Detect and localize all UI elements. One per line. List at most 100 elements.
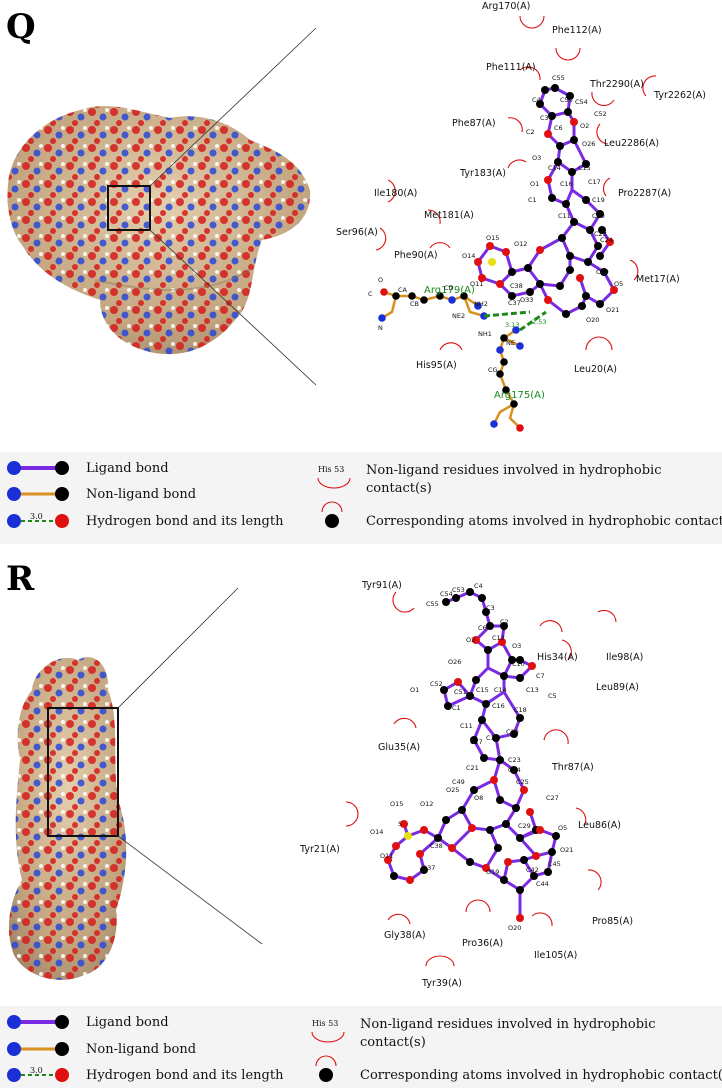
atom-label: C54 — [575, 98, 588, 106]
residue-label: Phe111(A) — [486, 62, 536, 73]
atom-label: O5 — [614, 280, 623, 288]
atom-label: C23 — [508, 756, 521, 764]
hbond-length: 2.53 — [532, 318, 546, 326]
panel-letter-q: Q — [6, 7, 36, 47]
residue-label: Arg170(A) — [482, 1, 530, 12]
ligand-atoms-q — [474, 84, 618, 318]
zoom-line-top-q — [149, 27, 317, 187]
panel-letter-r: R — [6, 559, 35, 599]
atom-label: C6 — [478, 624, 487, 632]
atom-label: O8 — [474, 794, 483, 802]
atom-label: C55 — [552, 74, 565, 82]
atom-label: C3 — [540, 114, 549, 122]
hbond-residue-label: Arg179(A) — [424, 285, 475, 296]
atom-label: C4 — [532, 96, 541, 104]
hbond-length: 3.13 — [505, 321, 519, 329]
residue-label: Tyr91(A) — [361, 580, 402, 591]
residue-label: Thr87(A) — [551, 762, 594, 773]
atom-label: C54 — [440, 590, 453, 598]
atom-label: C20 — [592, 212, 605, 220]
atom-label: C2 — [500, 618, 509, 626]
atom-label: O26 — [448, 658, 461, 666]
atom-label: O33 — [520, 296, 533, 304]
atom-label: C29 — [518, 822, 531, 830]
atom-label: C49 — [452, 778, 465, 786]
atom-label: C37 — [508, 299, 521, 307]
protein-surface-r — [8, 587, 263, 980]
atom-label: C3 — [486, 604, 495, 612]
atom-label: O26 — [582, 140, 595, 148]
residue-label: Tyr21(A) — [299, 844, 340, 855]
atom-label: O37 — [422, 864, 435, 872]
atom-label: C14 — [548, 164, 561, 172]
legend-hbond-example: 3.0 — [30, 512, 43, 521]
atom-label: CD — [444, 284, 454, 292]
atom-labels-r: C54 C53 C4 C55 C3 C2 C6 O2 C12 O3 O26 C1… — [370, 582, 573, 932]
zoom-line-top-r — [117, 587, 239, 709]
residue-label: Gly38(A) — [384, 930, 426, 941]
atom-label: C24 — [600, 236, 613, 244]
legend-non-ligand-bond: Non-ligand bond — [86, 487, 196, 502]
zoom-box-r — [47, 707, 119, 837]
residue-label: Tyr39(A) — [421, 978, 462, 989]
atom-label: C38 — [510, 282, 523, 290]
arg-side-chains-q — [378, 288, 547, 432]
atom-label: O3 — [532, 154, 541, 162]
atom-label: O11 — [470, 280, 483, 288]
atom-label: N — [378, 324, 383, 332]
zoom-line-bottom-q — [149, 229, 317, 386]
residue-arcs-r — [345, 591, 617, 967]
atom-label: C15 — [578, 164, 591, 172]
atom-label: CG — [488, 366, 498, 374]
atom-label: C42 — [526, 866, 539, 874]
atom-label: C1 — [528, 196, 537, 204]
atom-label: C17 — [588, 178, 601, 186]
atom-label: O5 — [558, 824, 567, 832]
legend-contacts: contact(s) — [360, 1035, 426, 1050]
atom-label: C12 — [492, 634, 505, 642]
residue-label: Met181(A) — [424, 210, 474, 221]
residue-label: Thr2290(A) — [589, 79, 644, 90]
atom-label: C18 — [514, 706, 527, 714]
residue-label: Ile180(A) — [374, 188, 417, 199]
legend-q: Ligand bond Non-ligand bond 3.0 Hydrogen… — [0, 452, 722, 544]
residue-label: Phe112(A) — [552, 25, 602, 36]
atom-label: C21 — [466, 764, 479, 772]
ligand-atoms-r — [384, 588, 560, 922]
atom-label: C16 — [492, 702, 505, 710]
residue-label: Met17(A) — [636, 274, 680, 285]
residue-label: Pro36(A) — [462, 938, 503, 949]
atom-labels-q: C55 C4 C53 C54 C3 C52 C2 C6 O2 O26 C14 C… — [368, 74, 623, 374]
atom-label: NE2 — [452, 312, 465, 320]
residue-label: Tyr183(A) — [459, 168, 506, 179]
residue-label: Tyr2262(A) — [653, 90, 706, 101]
legend-hydrogen-bond: Hydrogen bond and its length — [86, 1068, 284, 1083]
atom-label: C20 — [506, 728, 519, 736]
atom-label: C11 — [460, 722, 473, 730]
residue-label: Pro85(A) — [592, 916, 633, 927]
residue-labels-q: Arg170(A) Phe112(A) Phe111(A) Thr2290(A)… — [336, 1, 706, 401]
atom-label: O15 — [486, 234, 499, 242]
atom-label: C10 — [512, 660, 525, 668]
atom-label: O12 — [514, 240, 527, 248]
legend-his-example: His 53 — [312, 1019, 338, 1028]
atom-label: NH2 — [474, 300, 488, 308]
atom-label: C13 — [526, 686, 539, 694]
residue-label: His34(A) — [537, 652, 578, 663]
atom-label: O3 — [512, 642, 521, 650]
atom-label: C4 — [474, 582, 483, 590]
atom-label: O15 — [390, 800, 403, 808]
atom-label: CB — [410, 300, 419, 308]
atom-label: O20 — [508, 924, 521, 932]
atom-label: O1 — [410, 686, 419, 694]
atom-label: C52 — [594, 110, 607, 118]
atom-label: C6 — [554, 124, 563, 132]
residue-label: Leu89(A) — [596, 682, 639, 693]
residue-label: Ser96(A) — [336, 227, 378, 238]
atom-label: C52 — [430, 680, 443, 688]
atom-label: O — [378, 276, 383, 284]
atom-label: C53 — [452, 586, 465, 594]
legend-ligand-bond: Ligand bond — [86, 461, 169, 476]
atom-label: C29 — [596, 268, 609, 276]
